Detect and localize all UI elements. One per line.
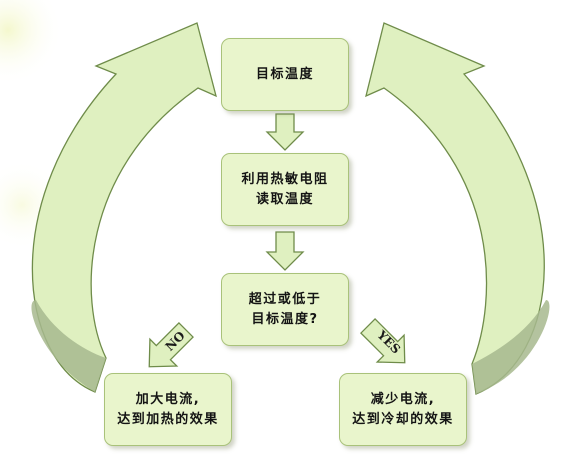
left-loop-arrow-shade [31, 300, 106, 392]
glow-top-left [0, 0, 63, 85]
decrease-current-line-2: 达到冷却的效果 [352, 411, 454, 427]
check-temperature-line-2: 目标温度? [251, 311, 319, 327]
target-temperature-label: 目标温度 [255, 66, 314, 82]
decrease-current-line-1: 减少电流, [370, 391, 436, 407]
right-loop-arrow-shade [472, 300, 550, 394]
increase-current-node: 加大电流, 达到加热的效果 [104, 373, 232, 446]
increase-current-line-2: 达到加热的效果 [117, 411, 219, 427]
check-temperature-node: 超过或低于 目标温度? [221, 273, 349, 346]
read-temperature-line-2: 读取温度 [255, 191, 314, 207]
check-temperature-line-1: 超过或低于 [248, 291, 322, 307]
read-temperature-line-1: 利用热敏电阻 [241, 171, 329, 187]
read-temperature-node: 利用热敏电阻 读取温度 [221, 153, 349, 226]
target-temperature-node: 目标温度 [221, 38, 349, 111]
increase-current-line-1: 加大电流, [135, 391, 201, 407]
yes-branch-arrow [360, 318, 406, 364]
down-arrow-2 [265, 231, 305, 271]
decrease-current-node: 减少电流, 达到冷却的效果 [339, 373, 467, 446]
down-arrow-1 [265, 113, 305, 151]
no-branch-arrow [148, 322, 194, 368]
